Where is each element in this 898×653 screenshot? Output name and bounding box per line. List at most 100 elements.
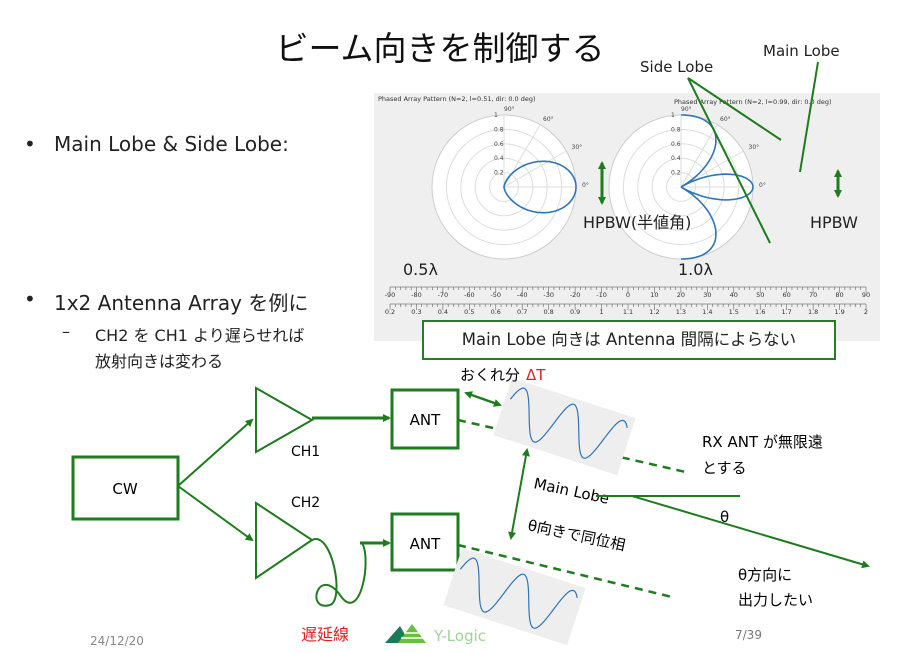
- radial-tick-label: 0.6: [671, 141, 681, 148]
- slider-tick-label: 1.8: [808, 308, 818, 316]
- slider-tick-label: 1.5: [729, 308, 739, 316]
- callout-box: Main Lobe 向きは Antenna 間隔によらない: [422, 320, 836, 360]
- slider-tick-label: 1.2: [649, 308, 659, 316]
- slider-tick-label: 1.7: [781, 308, 791, 316]
- y-logic-logo-icon: [385, 624, 426, 643]
- slider-tick-label: 1.9: [834, 308, 844, 316]
- angle-tick-label: 0°: [582, 182, 589, 189]
- slider-tick-label: 50: [756, 291, 764, 299]
- slider-tick-label: -70: [438, 291, 449, 299]
- slider-tick-label: 40: [730, 291, 738, 299]
- slider-tick-label: 60: [783, 291, 791, 299]
- cw-label: CW: [112, 480, 137, 498]
- delay-line-label: 遅延線: [301, 625, 349, 644]
- sine-wave: [509, 387, 628, 459]
- slider-tick-label: 30: [703, 291, 711, 299]
- plot1-title: Phased Array Pattern (N=2, l=0.51, dir: …: [378, 95, 536, 103]
- main-lobe-text: Main Lobe: [532, 474, 611, 508]
- delay-line: [311, 538, 367, 607]
- hpbw-label-1: HPBW(半値角): [583, 213, 691, 232]
- same-phase-text: θ向きで同位相: [526, 516, 627, 554]
- radial-tick-label: 0.8: [671, 126, 681, 133]
- slider-tick-label: -80: [411, 291, 422, 299]
- slider-tick-label: 1.6: [755, 308, 765, 316]
- angle-tick-label: 30°: [572, 144, 583, 151]
- slider-tick-label: -20: [570, 291, 581, 299]
- slider-tick-label: -10: [596, 291, 607, 299]
- slider-tick-label: 2: [864, 308, 868, 316]
- bullet-antenna-array: 1x2 Antenna Array を例に: [54, 291, 309, 315]
- slider-tick-label: 0.4: [438, 308, 448, 316]
- wavefront-ch2: [457, 543, 673, 599]
- radial-tick-label: 0.6: [494, 141, 504, 148]
- cw-to-ch1-arrow: [177, 418, 254, 487]
- slider-tick-label: -50: [490, 291, 501, 299]
- radial-tick-label: 1: [671, 112, 675, 119]
- angle-tick-label: 90°: [504, 106, 515, 113]
- slider-tick-label: 0.9: [570, 308, 580, 316]
- rx-text-1: RX ANT が無限遠: [702, 433, 823, 451]
- ant2-box: [390, 512, 460, 572]
- radiation-pattern-curve: [503, 160, 577, 214]
- ch2-label: CH2: [291, 495, 320, 511]
- slider-tick-label: 1: [599, 308, 603, 316]
- output-text-2: 出力したい: [738, 591, 813, 609]
- angle-tick-label: 60°: [720, 116, 731, 123]
- cw-box: [71, 455, 180, 521]
- slider-tick-label: 1.1: [623, 308, 633, 316]
- cw-to-ch2-arrow: [177, 485, 254, 542]
- slider-tick-label: 90: [862, 291, 870, 299]
- angle-tick-label: 30°: [749, 144, 760, 151]
- plot1-spacing: 0.5λ: [403, 260, 438, 279]
- phase-front-arrow: [508, 448, 530, 540]
- radial-tick-label: 0.8: [494, 126, 504, 133]
- radial-tick-label: 0.4: [671, 155, 681, 162]
- sub-bullet-line1: CH2 を CH1 より遅らせれば: [95, 326, 305, 345]
- slider-tick-label: 1.3: [676, 308, 686, 316]
- slider-tick-label: 10: [650, 291, 658, 299]
- amplifier-ch2: [255, 501, 314, 580]
- angle-tick-label: 60°: [543, 116, 554, 123]
- ch1-label: CH1: [291, 444, 320, 460]
- side-lobe-pointer: [687, 77, 782, 141]
- bullet-dot: •: [24, 132, 36, 156]
- sub-bullet-line2: 放射向きは変わる: [95, 352, 224, 371]
- slider-tick-label: 20: [677, 291, 685, 299]
- slider-tick-label: 0.6: [491, 308, 501, 316]
- slider-tick-label: 0.7: [517, 308, 527, 316]
- ant1-label: ANT: [410, 411, 441, 429]
- plot2-title: Phased Array Pattern (N=2, l=0.99, dir: …: [674, 98, 832, 106]
- side-lobe-label: Side Lobe: [640, 58, 713, 76]
- radial-tick-label: 0.2: [494, 170, 504, 177]
- radial-tick-label: 1: [494, 112, 498, 119]
- slider-tick-label: 70: [809, 291, 817, 299]
- slider-tick-label: 80: [835, 291, 843, 299]
- logo-text: Y-Logic: [433, 627, 486, 645]
- footer-date: 24/12/20: [90, 634, 144, 648]
- slider-tick-label: 0: [626, 291, 630, 299]
- sub-bullet-dash: –: [62, 322, 70, 341]
- amplifier-ch1: [255, 386, 315, 454]
- slider-tick-label: -60: [464, 291, 475, 299]
- slider-tick-label: 0.8: [543, 308, 553, 316]
- output-text-1: θ方向に: [738, 566, 792, 584]
- delay-arrow: [464, 391, 502, 407]
- main-lobe-pointer: [799, 61, 819, 173]
- theta-label: θ: [720, 508, 729, 526]
- rx-text-2: とする: [702, 459, 747, 477]
- slider-tick-label: 0.3: [411, 308, 421, 316]
- radial-tick-label: 0.4: [494, 155, 504, 162]
- slider-tick-label: 0.5: [464, 308, 474, 316]
- hpbw-label-2: HPBW: [810, 213, 858, 232]
- bullet-main-side-lobe: Main Lobe & Side Lobe:: [54, 132, 289, 156]
- waveform-1: [493, 378, 636, 476]
- slider-tick-label: -40: [517, 291, 528, 299]
- page-number: 7/39: [735, 628, 762, 642]
- polar-grid-spoke: [680, 124, 718, 188]
- radial-tick-label: 0.2: [671, 170, 681, 177]
- slide-title: ビーム向きを制御する: [275, 29, 605, 68]
- main-lobe-label: Main Lobe: [763, 42, 840, 60]
- angle-tick-label: 90°: [681, 106, 692, 113]
